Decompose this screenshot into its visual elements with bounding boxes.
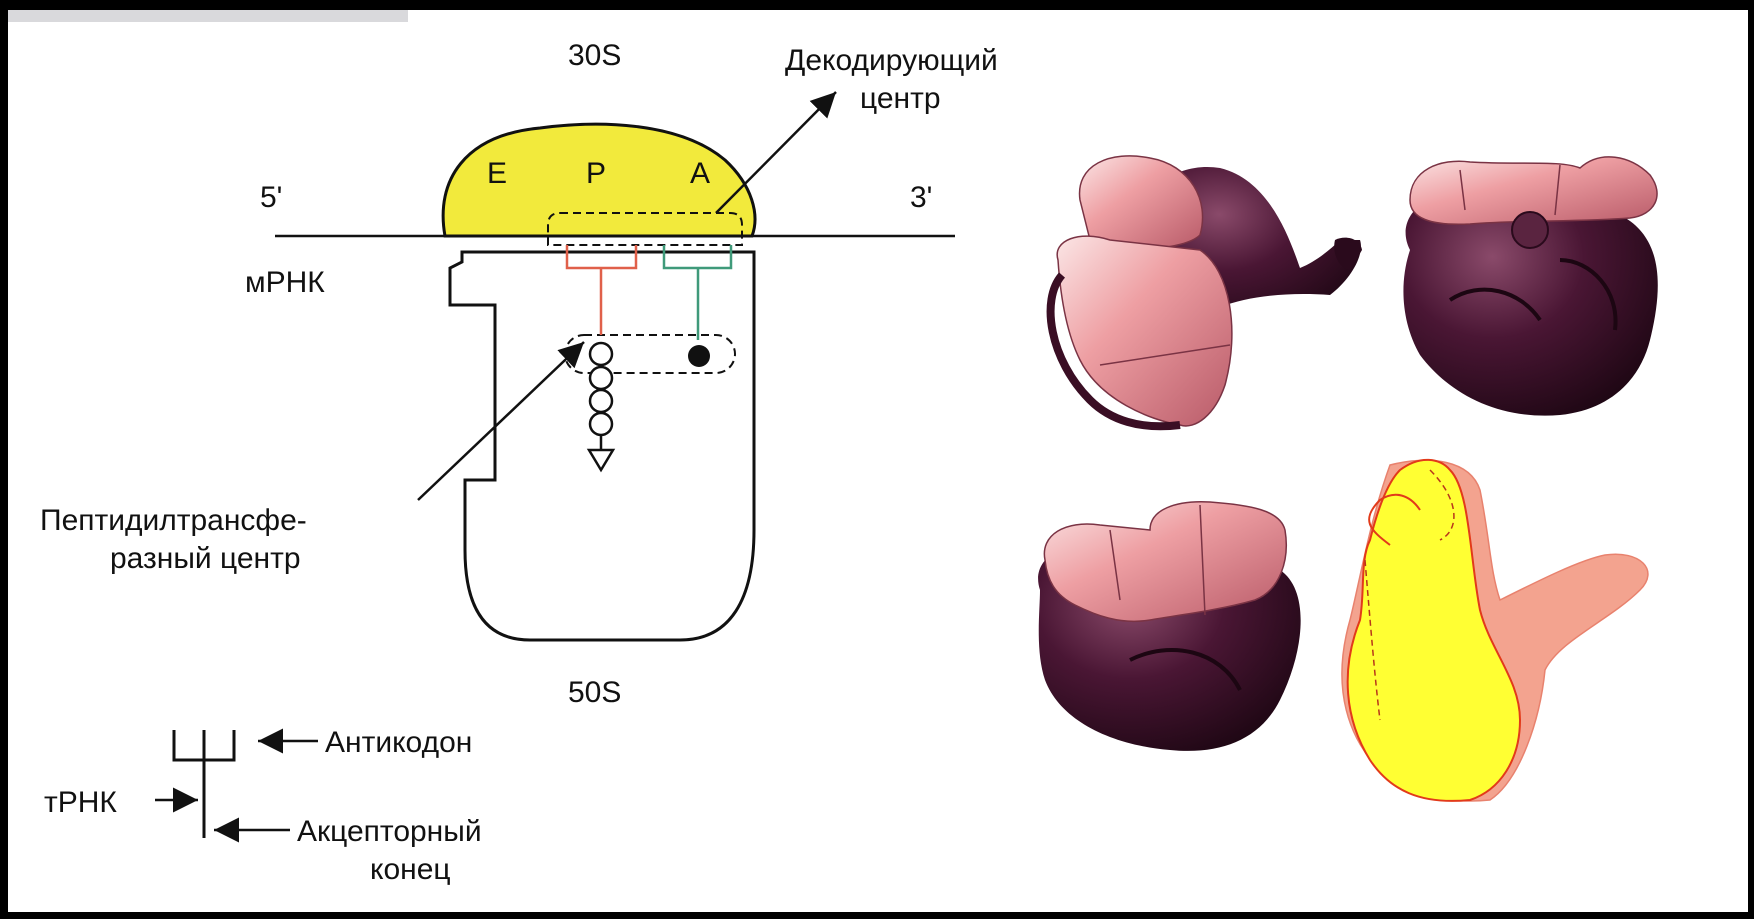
- small-subunit-label: 30S: [568, 39, 621, 72]
- five-prime-label: 5': [260, 181, 282, 214]
- acceptor-label-line1: Акцепторный: [297, 815, 482, 848]
- site-p-label: P: [586, 157, 606, 190]
- ptc-label-line2: разный центр: [110, 542, 301, 575]
- mrna-label: мРНК: [245, 266, 325, 299]
- acceptor-label-line2: конец: [370, 853, 451, 886]
- ribosome-model-view-2: [1403, 157, 1657, 416]
- decoding-center-label-line2: центр: [860, 82, 941, 115]
- anticodon-label: Антикодон: [325, 726, 472, 759]
- ptc-label-line1: Пептидилтрансфе-: [40, 504, 307, 537]
- large-subunit-label: 50S: [568, 676, 621, 709]
- trna-label: тРНК: [44, 786, 117, 819]
- ribosome-model-view-3: [1038, 502, 1301, 751]
- three-prime-label: 3': [910, 181, 932, 214]
- top-left-fade: [8, 10, 408, 22]
- site-a-label: A: [690, 157, 710, 190]
- peptide-chain: [589, 343, 613, 470]
- decoding-center-label-line1: Декодирующий: [785, 44, 998, 77]
- aminoacid-dot: [688, 345, 710, 367]
- site-e-label: E: [487, 157, 507, 190]
